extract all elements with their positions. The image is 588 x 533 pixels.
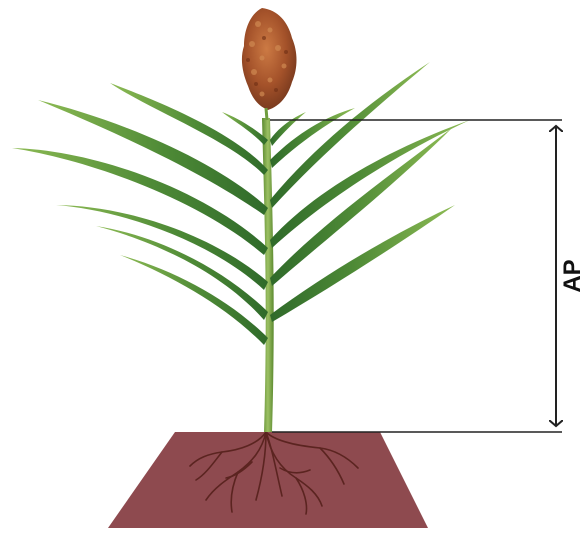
height-label: AP [559, 259, 586, 292]
leaves-left [12, 83, 268, 345]
panicle [242, 8, 297, 120]
soil-block [108, 432, 428, 528]
leaves-right [270, 62, 470, 322]
